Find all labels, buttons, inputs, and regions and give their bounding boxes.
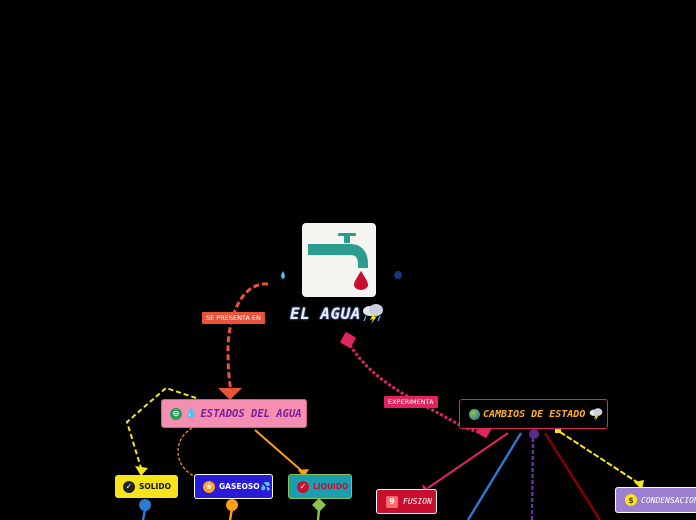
link-handle <box>339 331 357 349</box>
link-handle <box>529 429 539 439</box>
relationship-tag-experimenta[interactable]: EXPERIMENTA <box>384 396 438 408</box>
storm-cloud-icon <box>589 408 603 421</box>
link-cambios-child <box>530 437 535 520</box>
link-root-cambios <box>348 344 485 434</box>
red-check-icon: ✓ <box>297 480 309 493</box>
gaseoso-node[interactable]: ❀ GASEOSO 💦 <box>194 474 273 499</box>
stem <box>228 508 234 520</box>
cambios-node[interactable]: CAMBIOS DE ESTADO <box>459 399 608 429</box>
link-cambios-child <box>543 432 602 520</box>
root-node[interactable]: EL AGUA <box>290 301 385 325</box>
link-arrowhead <box>298 469 309 478</box>
cambios-label: CAMBIOS DE ESTADO <box>483 408 586 420</box>
faucet-icon <box>308 233 368 290</box>
check-icon: ✓ <box>123 480 135 493</box>
link-arrowhead <box>135 466 148 476</box>
green-circle-icon: ⊖ <box>170 407 182 420</box>
root-title: EL AGUA <box>290 303 361 323</box>
link-arrowhead <box>218 388 242 400</box>
link-estados-gaseoso <box>177 427 195 477</box>
globe-icon <box>469 408 480 420</box>
solido-label: SOLIDO <box>139 482 171 491</box>
number-badge-icon: 9 <box>386 495 398 508</box>
fusion-label: FUSION <box>403 497 432 506</box>
relationship-tag-presenta[interactable]: SE PRESENTA EN <box>202 312 265 324</box>
faucet-image <box>302 223 376 297</box>
link-handle <box>394 271 402 279</box>
stem-knob <box>312 498 326 512</box>
link-root-estados <box>226 282 269 397</box>
storm-cloud-icon <box>362 304 383 324</box>
estados-label: ESTADOS DEL AGUA <box>200 407 302 420</box>
liquido-node[interactable]: ✓ LIQUIDO <box>288 474 352 499</box>
orange-badge-icon: ❀ <box>203 480 215 493</box>
stem-knob <box>226 499 238 511</box>
steam-icon: 💦 <box>260 482 271 491</box>
condensacion-node[interactable]: $ CONDENSACION <box>615 487 696 513</box>
dollar-icon: $ <box>625 494 637 506</box>
fusion-node[interactable]: 9 FUSION <box>376 489 437 514</box>
estados-node[interactable]: ⊖ 💧 ESTADOS DEL AGUA <box>161 399 307 428</box>
water-drop-icon <box>281 271 285 279</box>
stem <box>316 509 321 520</box>
solido-node[interactable]: ✓ SOLIDO <box>115 475 178 498</box>
link-estados-liquido <box>254 429 304 473</box>
link-handle <box>555 427 561 433</box>
condensacion-label: CONDENSACION <box>641 495 696 505</box>
liquido-label: LIQUIDO <box>313 482 349 491</box>
link-estados-solido <box>125 386 197 469</box>
stem <box>141 508 147 520</box>
link-cambios-fusion <box>427 432 509 489</box>
stem-knob <box>139 499 151 511</box>
link-cambios-child <box>466 432 523 520</box>
condensacion-clip: $ CONDENSACION <box>615 487 696 513</box>
gaseoso-label: GASEOSO <box>219 482 260 491</box>
water-drop-icon: 💧 <box>185 408 198 419</box>
